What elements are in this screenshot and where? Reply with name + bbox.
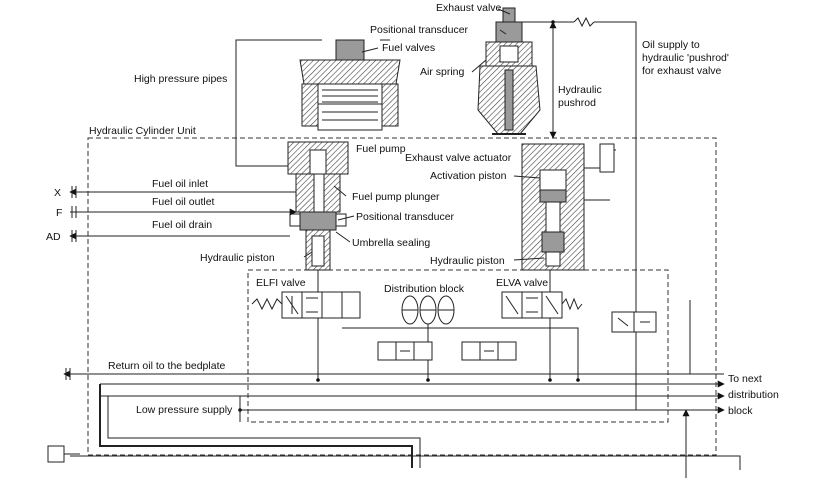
label-elfi-valve: ELFI valve	[256, 277, 306, 289]
label-fuel-oil-inlet: Fuel oil inlet	[152, 178, 208, 190]
label-high-pressure-pipes: High pressure pipes	[134, 73, 227, 85]
label-positional-transducer-mid: Positional transducer	[356, 211, 455, 223]
high-pressure-pipe	[235, 39, 322, 167]
label-x: X	[54, 187, 61, 199]
label-hydraulic-pushrod-2: pushrod	[558, 97, 596, 109]
cylinder-cover-assembly	[299, 39, 401, 131]
label-to-next-2: distribution	[728, 389, 779, 401]
label-umbrella-sealing: Umbrella sealing	[352, 237, 430, 249]
loop-pipe	[99, 384, 413, 468]
label-fuel-pump: Fuel pump	[356, 143, 406, 155]
oil-supply-pipe	[594, 21, 637, 410]
label-hydraulic-piston-right: Hydraulic piston	[430, 255, 505, 267]
left-bottom-valve	[47, 445, 65, 463]
leader-lines	[303, 8, 545, 261]
label-oil-supply-2: hydraulic 'pushrod'	[642, 52, 729, 64]
label-exhaust-valve: Exhaust valve	[436, 2, 502, 14]
label-activation-piston: Activation piston	[430, 170, 507, 182]
label-hydraulic-piston-left: Hydraulic piston	[200, 252, 275, 264]
label-f: F	[56, 207, 62, 219]
label-ad: AD	[46, 231, 61, 243]
distribution-rail	[342, 327, 579, 380]
label-oil-supply-3: for exhaust valve	[642, 65, 722, 77]
label-hydraulic-pushrod-1: Hydraulic	[558, 84, 602, 96]
label-oil-supply-1: Oil supply to	[642, 39, 700, 51]
side-valve-symbol	[611, 311, 657, 333]
elva-valve-symbol	[501, 291, 583, 319]
label-elva-valve: ELVA valve	[496, 277, 548, 289]
resistor-symbol	[573, 16, 595, 28]
elfi-valve-symbol	[251, 291, 361, 319]
label-fuel-oil-drain: Fuel oil drain	[152, 219, 212, 231]
label-exhaust-valve-actuator: Exhaust valve actuator	[405, 152, 512, 164]
distribution-block-accumulators	[401, 295, 455, 325]
label-return-oil: Return oil to the bedplate	[108, 360, 225, 372]
control-valves	[377, 341, 517, 361]
label-fuel-pump-plunger: Fuel pump plunger	[352, 191, 440, 203]
label-fuel-oil-outlet: Fuel oil outlet	[152, 196, 215, 208]
label-to-next-1: To next	[728, 373, 762, 385]
actuator-side-valve	[599, 143, 615, 173]
label-distribution-block: Distribution block	[384, 283, 465, 295]
bottom-drain-line	[70, 455, 741, 470]
label-hydraulic-cylinder-unit: Hydraulic Cylinder Unit	[89, 125, 196, 137]
distribution-block-region	[247, 269, 669, 423]
label-low-pressure-supply: Low pressure supply	[136, 404, 233, 416]
exhaust-valve-actuator-assembly	[521, 143, 585, 271]
label-air-spring: Air spring	[420, 66, 465, 78]
exhaust-valve-assembly	[477, 7, 541, 135]
label-to-next-3: block	[728, 405, 753, 417]
label-fuel-valves: Fuel valves	[382, 42, 435, 54]
fuel-pump-assembly	[287, 141, 349, 271]
label-positional-transducer-top: Positional transducer	[370, 24, 469, 36]
hcu-boundary	[87, 137, 717, 456]
